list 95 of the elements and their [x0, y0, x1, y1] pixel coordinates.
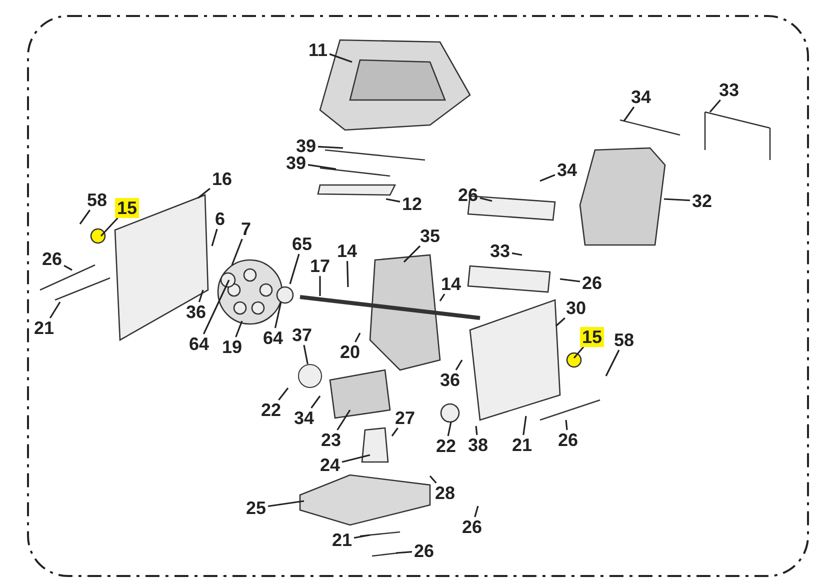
callout-number: 26: [556, 430, 580, 450]
callout-number: 27: [392, 408, 418, 428]
callout-number: 39: [284, 153, 308, 173]
leader-line: [198, 188, 210, 199]
leader-line: [64, 264, 72, 271]
callout-number: 24: [318, 455, 342, 475]
callout-number: 21: [510, 435, 534, 455]
leader-line: [396, 551, 412, 554]
callout-number: 26: [580, 273, 604, 293]
leader-line: [211, 228, 218, 246]
leader-line: [386, 198, 400, 202]
callout-number: 19: [220, 337, 244, 357]
leader-line: [555, 317, 566, 327]
callout-number: 17: [308, 256, 332, 276]
leader-line: [49, 302, 61, 318]
leader-line: [560, 278, 580, 282]
leader-line: [480, 197, 492, 202]
leader-line: [447, 422, 452, 436]
callout-number: 22: [258, 400, 284, 420]
callout-number: 30: [564, 298, 588, 318]
callout-number: 12: [400, 194, 424, 214]
callout-number: 22: [434, 436, 458, 456]
leader-line: [336, 410, 351, 430]
leader-line: [354, 332, 361, 342]
leader-line: [439, 294, 446, 302]
leader-line: [308, 164, 336, 170]
leader-line: [79, 210, 91, 224]
callout-number: 14: [438, 274, 464, 294]
callout-number: 36: [438, 370, 462, 390]
callout-number: 21: [330, 530, 354, 550]
leader-line: [540, 174, 556, 182]
leader-line: [346, 260, 349, 288]
callout-number: 33: [488, 241, 512, 261]
callout-number: 33: [716, 80, 742, 100]
leader-line: [235, 320, 243, 338]
leader-line: [231, 238, 243, 266]
leader-line: [268, 500, 304, 508]
callout-number: 34: [554, 160, 580, 180]
leader-line: [274, 302, 282, 328]
leader-line: [605, 350, 620, 376]
callout-number: 28: [432, 483, 458, 503]
callout-number: 38: [466, 435, 490, 455]
callout-number: 25: [244, 498, 268, 518]
callout-number: 16: [210, 169, 234, 189]
callout-number: 26: [460, 517, 484, 537]
leader-line: [198, 290, 204, 302]
callout-number: 26: [456, 185, 480, 205]
callout-number: 58: [612, 330, 636, 350]
callout-number: 15: [580, 327, 604, 347]
leader-line: [289, 254, 300, 284]
leader-line: [329, 53, 352, 63]
callout-number: 37: [290, 325, 314, 345]
callout-number: 20: [338, 342, 362, 362]
callout-number: 34: [292, 408, 316, 428]
leader-line: [354, 534, 370, 539]
leader-line: [391, 428, 398, 436]
leader-line: [319, 276, 321, 296]
callout-number: 65: [290, 234, 314, 254]
leader-line: [573, 346, 584, 359]
leader-line: [709, 99, 721, 113]
callout-number: 64: [186, 334, 212, 354]
leader-line: [565, 420, 568, 430]
callout-number: 39: [294, 136, 318, 156]
leader-line: [522, 416, 527, 436]
callout-number: 6: [213, 209, 227, 229]
callout-number: 26: [412, 541, 436, 561]
callout-number: 23: [318, 430, 344, 450]
leader-line: [318, 146, 344, 149]
callout-number: 35: [418, 226, 442, 246]
leader-line: [278, 388, 289, 400]
leader-line: [512, 252, 522, 256]
callout-number: 32: [690, 191, 714, 211]
callout-number: 14: [334, 241, 360, 261]
leader-line: [202, 280, 230, 334]
callout-number: 26: [40, 249, 64, 269]
leader-line: [310, 396, 321, 408]
callout-number: 58: [84, 190, 110, 210]
leader-line: [455, 360, 463, 370]
leader-line: [664, 198, 690, 202]
leader-line: [100, 217, 118, 237]
leader-line: [475, 426, 478, 436]
round-plate-drawing: [298, 364, 322, 388]
leader-line: [403, 245, 421, 263]
callout-number: 11: [306, 40, 330, 60]
leader-line: [429, 475, 437, 484]
callout-number: 64: [260, 328, 286, 348]
leader-line: [342, 454, 370, 463]
leader-line: [303, 344, 308, 364]
callout-number: 34: [628, 87, 654, 107]
callout-number: 21: [32, 318, 56, 338]
callout-number: 7: [239, 219, 253, 239]
leader-line: [474, 506, 479, 518]
leader-line: [623, 106, 635, 122]
callout-number: 36: [184, 302, 208, 322]
callout-number: 15: [114, 198, 140, 218]
